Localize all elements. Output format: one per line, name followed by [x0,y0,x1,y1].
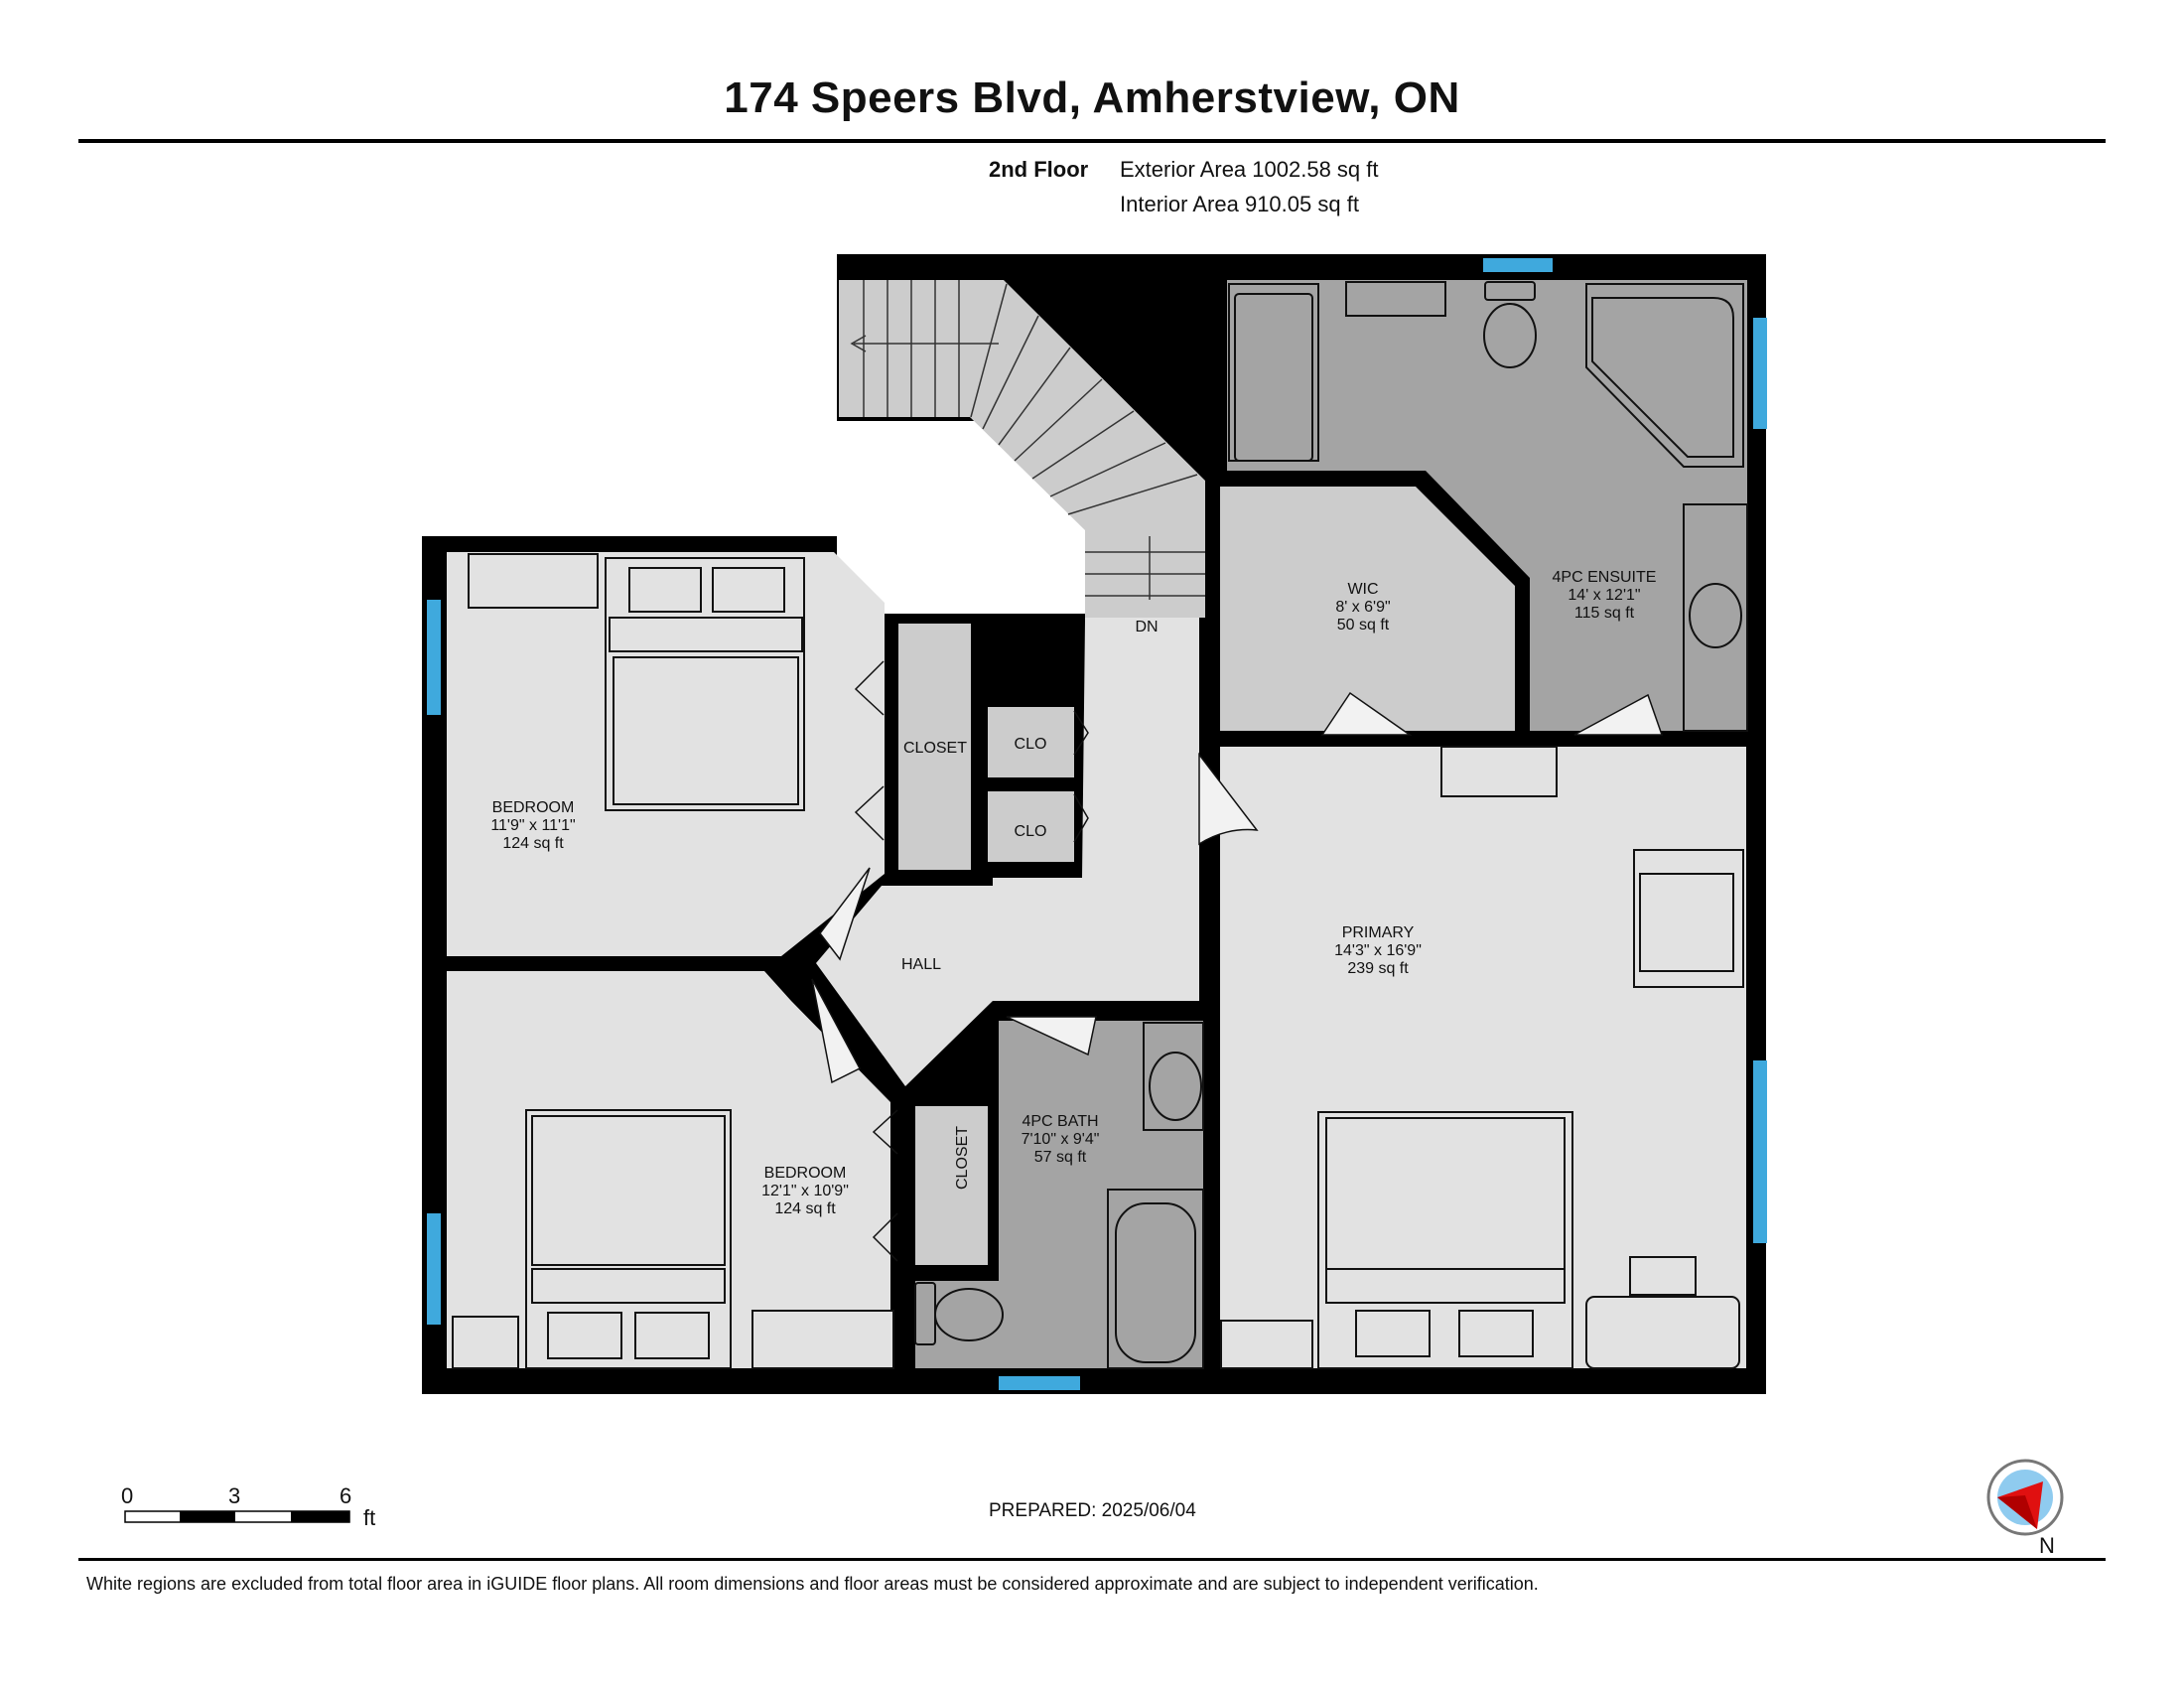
svg-text:115 sq ft: 115 sq ft [1574,605,1635,622]
compass-icon: N [1986,1459,2064,1558]
svg-text:BEDROOM: BEDROOM [492,799,575,816]
window-bottom-bath [999,1376,1080,1390]
window-right-ensuite [1753,318,1767,429]
svg-text:N: N [2039,1533,2055,1558]
svg-text:6: 6 [340,1483,351,1508]
header-rule [78,139,2106,143]
scale-bar: 0 3 6 ft [121,1483,375,1530]
label-clo-2: CLO [1015,823,1047,840]
label-closet-1: CLOSET [903,740,967,757]
svg-text:WIC: WIC [1347,581,1378,598]
svg-text:57 sq ft: 57 sq ft [1034,1149,1087,1166]
exterior-area: Exterior Area 1002.58 sq ft [1120,157,1379,182]
clo-1-floor [988,707,1074,777]
plan-title: 174 Speers Blvd, Amherstview, ON [724,73,1460,122]
closet-1-floor [898,624,971,870]
wic-floor [1220,487,1515,731]
label-hall: HALL [901,956,941,973]
svg-text:12'1" x 10'9": 12'1" x 10'9" [761,1183,849,1199]
svg-text:14' x 12'1": 14' x 12'1" [1568,587,1640,604]
label-primary: PRIMARY 14'3" x 16'9" 239 sq ft [1334,924,1422,977]
stairs-floor [839,280,1205,618]
label-bedroom-1: BEDROOM 11'9" x 11'1" 124 sq ft [490,799,575,852]
svg-text:4PC ENSUITE: 4PC ENSUITE [1553,569,1657,586]
svg-text:3: 3 [228,1483,240,1508]
label-bath: 4PC BATH 7'10" x 9'4" 57 sq ft [1022,1113,1100,1166]
closet-2-floor [915,1106,988,1265]
label-ensuite: 4PC ENSUITE 14' x 12'1" 115 sq ft [1553,569,1657,622]
svg-text:ft: ft [363,1505,375,1530]
svg-text:124 sq ft: 124 sq ft [502,835,564,852]
svg-text:8' x 6'9": 8' x 6'9" [1335,599,1390,616]
svg-text:14'3" x 16'9": 14'3" x 16'9" [1334,942,1422,959]
svg-text:11'9" x 11'1": 11'9" x 11'1" [490,817,575,834]
label-wic: WIC 8' x 6'9" 50 sq ft [1335,581,1390,633]
svg-text:0: 0 [121,1483,133,1508]
svg-text:124 sq ft: 124 sq ft [774,1200,836,1217]
prepared-date: PREPARED: 2025/06/04 [989,1500,1196,1521]
label-clo-1: CLO [1015,736,1047,753]
svg-text:4PC BATH: 4PC BATH [1022,1113,1098,1130]
clo-2-floor [988,791,1074,862]
svg-text:BEDROOM: BEDROOM [764,1165,847,1182]
svg-text:PRIMARY: PRIMARY [1342,924,1415,941]
window-top-ensuite [1483,258,1553,272]
interior-area: Interior Area 910.05 sq ft [1120,192,1359,216]
svg-text:239 sq ft: 239 sq ft [1347,960,1409,977]
floor-label: 2nd Floor [989,157,1089,182]
label-bedroom-2: BEDROOM 12'1" x 10'9" 124 sq ft [761,1165,849,1217]
window-left-top [427,600,441,715]
label-stairs-down: DN [1135,619,1158,635]
label-closet-2: CLOSET [954,1126,971,1190]
disclaimer: White regions are excluded from total fl… [86,1574,1539,1594]
footer-rule [78,1558,2106,1561]
window-right-primary [1753,1060,1767,1243]
svg-text:7'10" x 9'4": 7'10" x 9'4" [1022,1131,1100,1148]
svg-text:50 sq ft: 50 sq ft [1337,617,1390,633]
window-left-bottom [427,1213,441,1325]
